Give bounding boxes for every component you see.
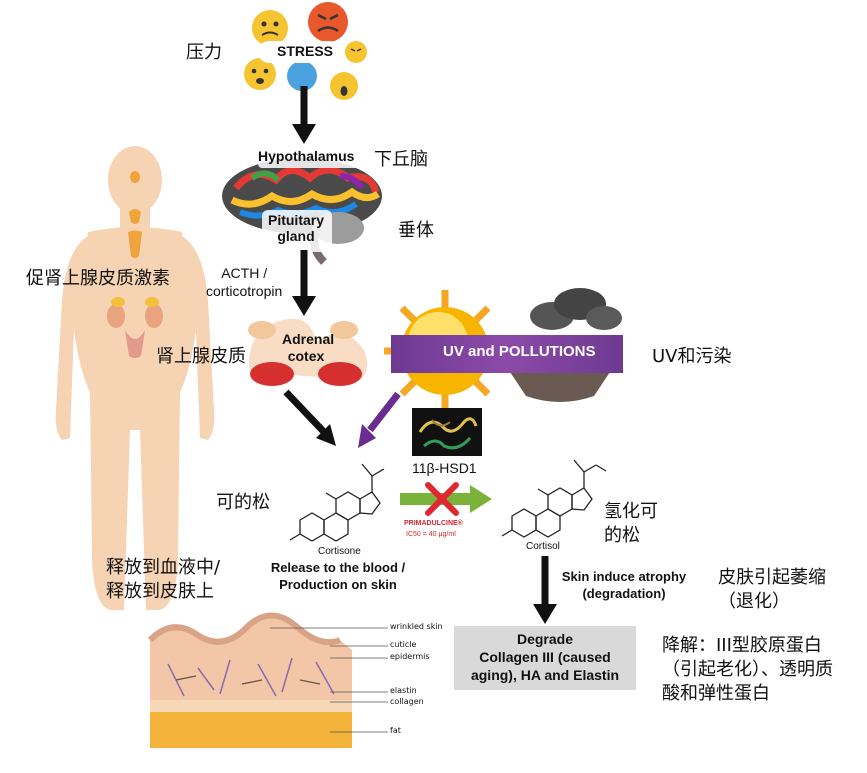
arrowhead-adrenal — [316, 424, 336, 446]
release-line-1: Release to the blood / — [270, 560, 406, 575]
body-organs — [107, 171, 163, 358]
stress-label: STRESS — [277, 43, 334, 59]
blocked-conversion-arrow — [400, 482, 492, 516]
zh-cortisol: 氢化可 的松 — [604, 500, 658, 548]
pituitary-label: Pituitary gland — [266, 212, 326, 244]
pituitary-line-2: gland — [277, 228, 315, 244]
cortisol-molecule — [501, 459, 607, 538]
brain-illustration — [222, 146, 382, 265]
zh-uv: UV和污染 — [652, 346, 732, 367]
zh-cortisol-line-2: 的松 — [604, 525, 640, 546]
ic50-label: IC50 = 40 μg/ml — [406, 531, 456, 538]
zh-adrenal: 肾上腺皮质 — [156, 346, 246, 367]
zh-hypothalamus: 下丘脑 — [374, 149, 428, 170]
adrenal-line-2: cotex — [287, 348, 325, 364]
zh-cortisol-line-1: 氢化可 — [604, 501, 658, 522]
stress-emoji-cluster — [244, 2, 367, 100]
zh-stress: 压力 — [186, 42, 222, 63]
zh-release: 释放到血液中/ 释放到皮肤上 — [106, 556, 220, 604]
atrophy-line-2: (degradation) — [582, 586, 666, 601]
flow-arrows — [283, 86, 557, 624]
skin-label-epidermis: epidermis — [390, 652, 430, 661]
zh-cortisone: 可的松 — [216, 492, 270, 513]
adrenal-gland-illustration — [248, 318, 368, 386]
zh-release-line-2: 释放到皮肤上 — [106, 581, 214, 602]
cortisone-molecule — [289, 463, 385, 542]
zh-degrade-line-3: 酸和弹性蛋白 — [662, 683, 770, 704]
inhibition-cross-icon — [425, 482, 459, 516]
cortisone-label: Cortisone — [318, 546, 361, 557]
acth-label: ACTH / corticotropin — [206, 264, 282, 300]
skin-label-cuticle: cuticle — [390, 640, 417, 649]
enzyme-structure-image — [412, 408, 482, 456]
arrowhead-pituitary — [292, 296, 316, 316]
arrowhead-uv — [358, 424, 376, 448]
zh-atrophy: 皮肤引起萎缩 （退化） — [718, 566, 826, 614]
skin-cross-section — [147, 612, 388, 748]
atrophy-label: Skin induce atrophy (degradation) — [552, 568, 696, 602]
zh-degrade-line-2: （引起老化）、透明质 — [662, 659, 833, 680]
skin-label-fat: fat — [390, 726, 401, 735]
arrowhead-stress — [292, 124, 316, 144]
degrade-box — [454, 626, 636, 690]
acth-line-2: corticotropin — [206, 283, 283, 299]
adrenal-label: Adrenal cotex — [282, 331, 335, 365]
uv-pollution-label: UV and POLLUTIONS — [443, 343, 596, 360]
hypothalamus-label: Hypothalamus — [258, 148, 355, 164]
inhibitor-label: PRIMADULCINE® — [404, 520, 463, 527]
enzyme-label: 11β-HSD1 — [412, 460, 477, 476]
zh-degrade-line-1: 降解：III型胶原蛋白 — [662, 635, 822, 656]
skin-label-collagen: collagen — [390, 697, 424, 706]
cortisol-label: Cortisol — [526, 541, 560, 552]
degrade-text: Degrade Collagen III (caused aging), HA … — [454, 630, 636, 684]
zh-pituitary: 垂体 — [398, 220, 434, 241]
arrowhead-cortisol — [533, 604, 557, 624]
zh-release-line-1: 释放到血液中/ — [106, 557, 221, 578]
degrade-line-3: aging), HA and Elastin — [470, 667, 620, 683]
zh-degrade: 降解：III型胶原蛋白 （引起老化）、透明质 酸和弹性蛋白 — [662, 634, 833, 706]
release-line-2: Production on skin — [279, 577, 397, 592]
release-label: Release to the blood / Production on ski… — [258, 559, 418, 593]
arrow-adrenal-to-cortisone — [283, 389, 327, 435]
zh-atrophy-line-2: （退化） — [718, 591, 790, 612]
adrenal-line-1: Adrenal — [282, 331, 335, 347]
uv-pollution-banner — [391, 335, 623, 373]
pituitary-line-1: Pituitary — [267, 212, 324, 228]
skin-label-elastin: elastin — [390, 686, 417, 695]
degrade-line-1: Degrade — [516, 631, 574, 647]
human-body-figure — [55, 146, 215, 610]
zh-atrophy-line-1: 皮肤引起萎缩 — [718, 567, 826, 588]
zh-acth: 促肾上腺皮质激素 — [26, 268, 170, 289]
skin-label-wrinkled: wrinkled skin — [390, 622, 443, 631]
arrow-uv-to-cortisone — [367, 391, 401, 433]
acth-line-1: ACTH / — [221, 265, 268, 281]
degrade-line-2: Collagen III (caused — [479, 649, 611, 665]
atrophy-line-1: Skin induce atrophy — [561, 569, 687, 584]
